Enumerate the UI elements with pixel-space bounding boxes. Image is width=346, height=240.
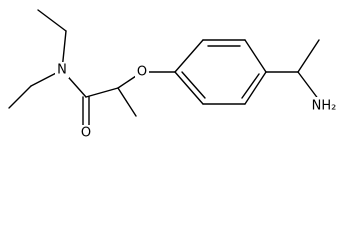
atom-o-ether: O — [135, 64, 149, 80]
bond-ch-methyl — [297, 39, 320, 73]
atom-label-o-carbonyl: O — [81, 126, 91, 141]
atom-nh2: NH₂ — [309, 97, 337, 114]
bond-alpha-methyl — [117, 87, 137, 117]
atom-o-carbonyl: O — [78, 125, 94, 141]
molecule-structure-diagram: N O O NH₂ — [8, 9, 337, 141]
ring-bond-1 — [174, 39, 204, 73]
bond-ethyl2-ch2-ch3 — [8, 85, 32, 109]
ring-inner-bond-right — [241, 73, 260, 99]
bond-carbonyl-alpha-c — [85, 87, 119, 98]
atom-n-amide: N — [55, 62, 69, 78]
atom-label-o-ether: O — [137, 65, 147, 80]
ring-bond-4 — [244, 71, 267, 105]
atom-label-nh2: NH₂ — [312, 99, 337, 114]
ring-inner-bond-left — [181, 71, 206, 99]
ring-bond-3 — [244, 39, 267, 73]
bond-ch-nh2 — [297, 71, 320, 101]
bond-ethyl1-ch2-ch3 — [37, 9, 67, 32]
atom-label-n: N — [57, 63, 67, 78]
ring-bond-6 — [174, 71, 204, 105]
